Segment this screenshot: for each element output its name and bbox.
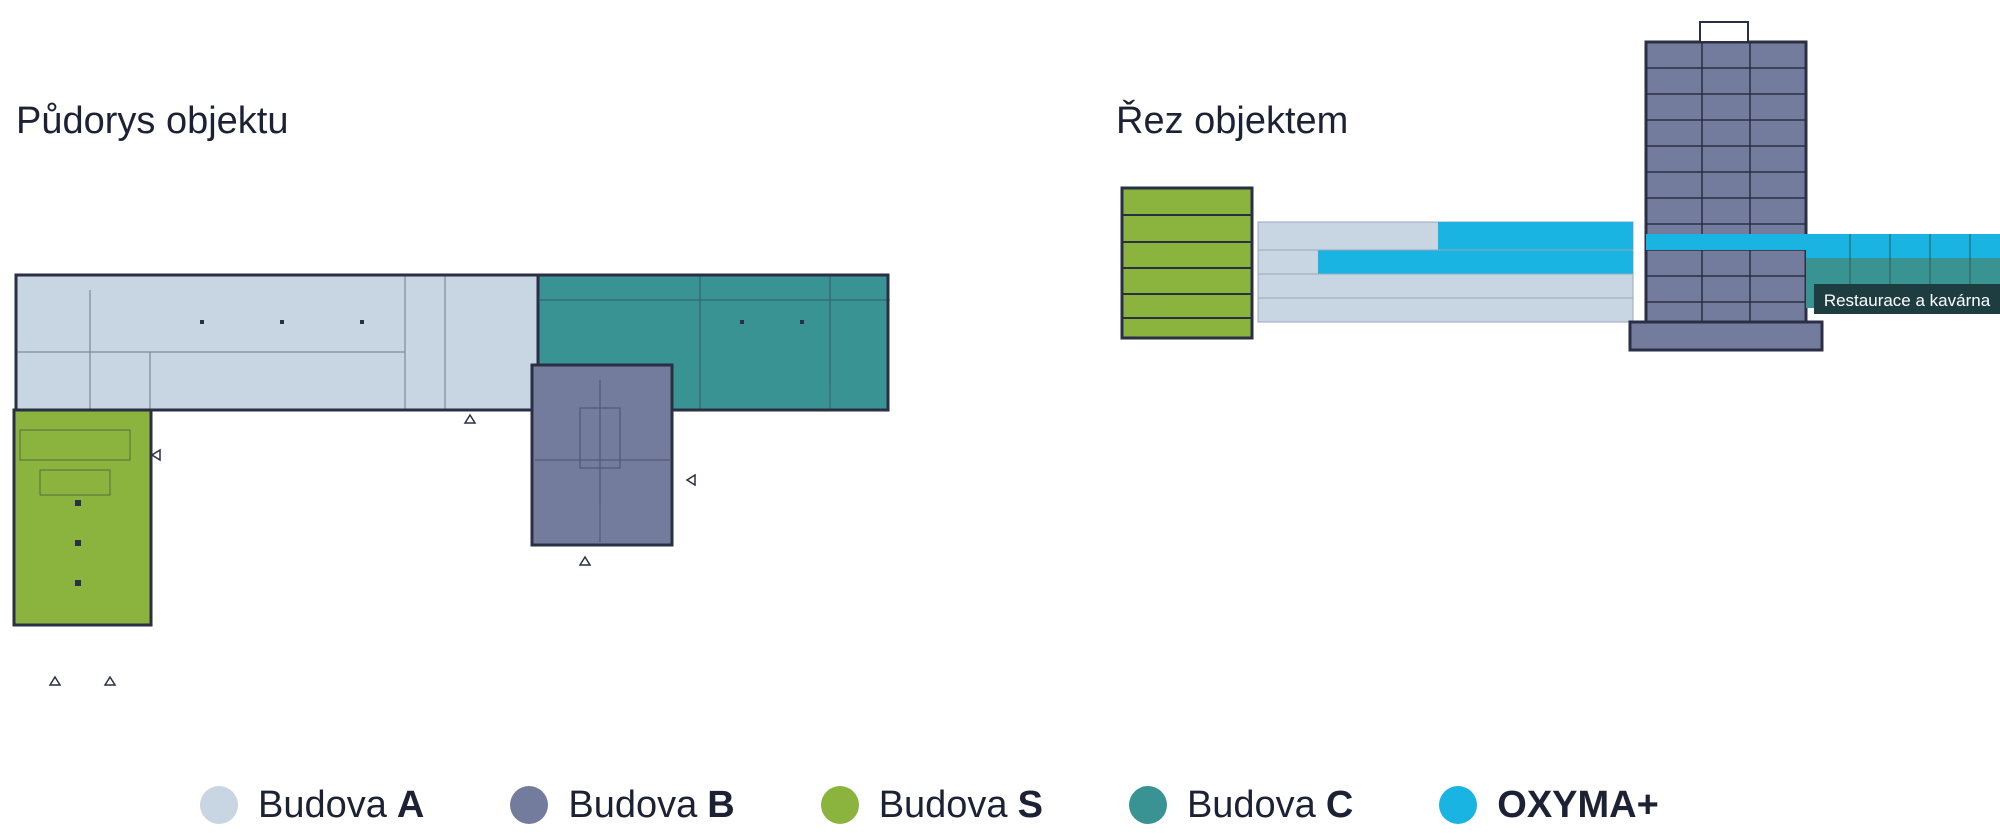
legend-label-key: B (707, 783, 735, 826)
restaurant-label: Restaurace a kavárna (1824, 291, 1991, 310)
legend-label-prefix: Budova (1186, 783, 1316, 826)
legend-swatch (200, 786, 238, 824)
legend-label-prefix: Budova (258, 783, 387, 826)
legend-label-key: C (1325, 783, 1354, 826)
plan-budova-s (12, 408, 153, 627)
legend-label-prefix: Budova (568, 783, 698, 826)
legend-swatch (820, 786, 859, 824)
section-oxyma-lower (1318, 250, 1633, 274)
plan-budova-a (14, 273, 540, 412)
legend-label-key: S (1017, 783, 1043, 826)
legend-swatch (1439, 786, 1478, 824)
plan-budova-b (530, 363, 674, 547)
legend-label: OXYMA+ (1497, 784, 1659, 827)
legend-swatch (1128, 786, 1167, 824)
floor-plan-title: Půdorys objektu (16, 100, 289, 142)
floor-plan (12, 273, 890, 686)
legend-label-key: A (396, 783, 425, 826)
legend-label-prefix: Budova (878, 783, 1008, 826)
section-budova-s (1120, 186, 1254, 340)
legend-item: OXYMA+ (1439, 784, 1659, 827)
section-tower-budova-b (1644, 40, 1808, 324)
section-diagram: Restaurace a kavárna (1120, 21, 2000, 352)
section-title: Řez objektem (1116, 100, 1349, 142)
legend-label-key: OXYMA+ (1497, 783, 1659, 826)
legend-swatch (510, 786, 549, 824)
section-oxyma-right (1806, 234, 2000, 258)
section-oxyma-upper (1438, 222, 1633, 250)
